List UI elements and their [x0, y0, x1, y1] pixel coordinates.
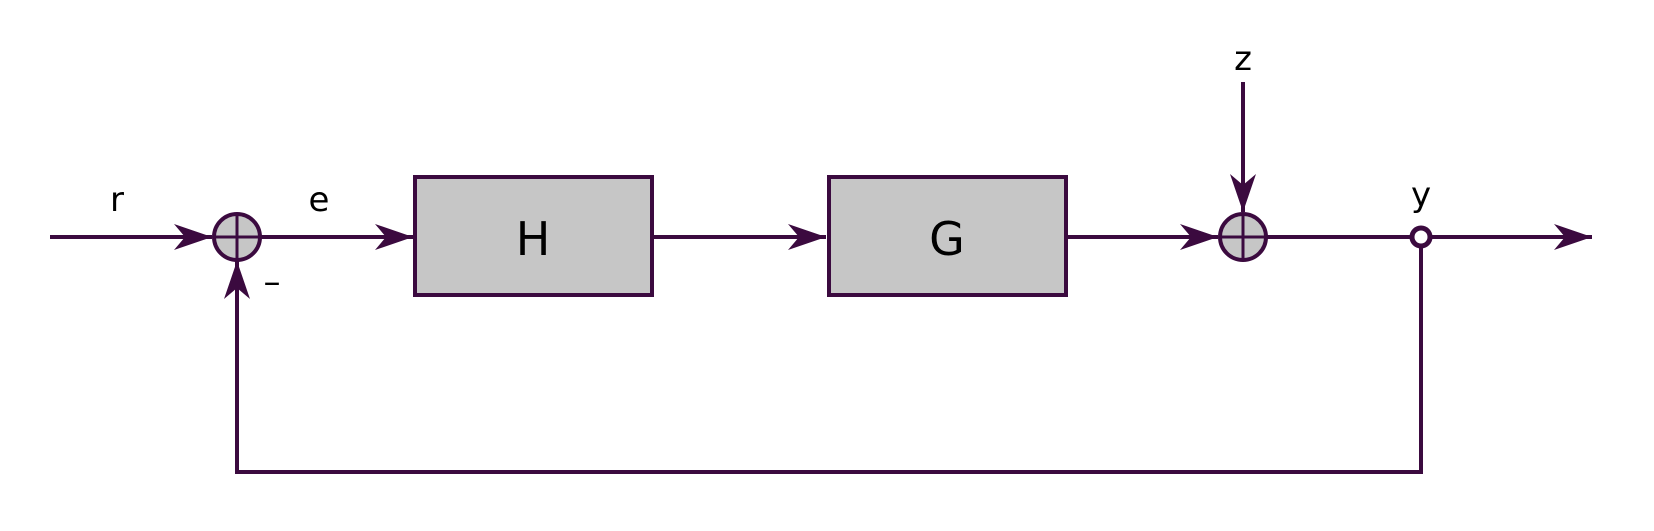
- output-takeoff-node: [1409, 225, 1433, 249]
- reference-signal-label: r: [110, 180, 124, 220]
- error-signal-label: e: [309, 180, 330, 220]
- controller-block-label: H: [516, 212, 551, 266]
- plant-block-label: G: [929, 212, 965, 266]
- summing-junction-error: [212, 212, 262, 262]
- feedback-sign-label: –: [264, 262, 281, 302]
- plant-block: [827, 175, 1068, 297]
- output-signal-label: y: [1411, 175, 1431, 215]
- controller-block: [413, 175, 654, 297]
- disturbance-signal-label: z: [1234, 39, 1252, 79]
- summing-junction-disturbance: [1218, 212, 1268, 262]
- feedback-path: [235, 246, 1423, 474]
